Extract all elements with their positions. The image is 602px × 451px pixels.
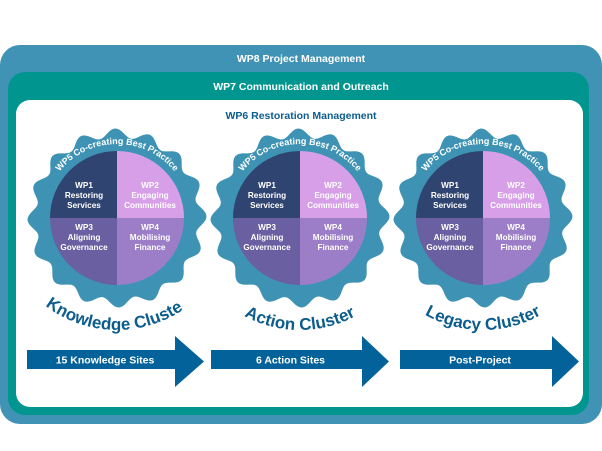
phase-arrow-3: Post-Project: [400, 336, 579, 387]
quadrant-wp2: [300, 151, 367, 218]
arrow-shape: [400, 336, 579, 387]
quadrant-wp1: [50, 151, 117, 218]
phase-arrow-2: 6 Action Sites: [211, 336, 389, 387]
arrow-label: Post-Project: [449, 355, 511, 367]
quadrant-wp3: [233, 218, 300, 285]
quadrant-wp2: [483, 151, 550, 218]
arrow-shape: [27, 336, 204, 387]
phase-arrow-1: 15 Knowledge Sites: [27, 336, 204, 387]
quadrant-wp3: [50, 218, 117, 285]
quadrant-wp4: [483, 218, 550, 285]
wp8-title: WP8 Project Management: [236, 53, 366, 65]
arrow-shape: [211, 336, 389, 387]
quadrant-wp3: [416, 218, 483, 285]
quadrant-wp2: [117, 151, 184, 218]
quadrant-wp4: [117, 218, 184, 285]
arrow-label: 15 Knowledge Sites: [56, 355, 155, 367]
wp7-title: WP7 Communication and Outreach: [213, 81, 389, 93]
quadrant-wp1: [233, 151, 300, 218]
quadrant-wp1: [416, 151, 483, 218]
quadrant-wp4: [300, 218, 367, 285]
wp6-title: WP6 Restoration Management: [225, 110, 377, 122]
arrow-label: 6 Action Sites: [256, 355, 325, 367]
